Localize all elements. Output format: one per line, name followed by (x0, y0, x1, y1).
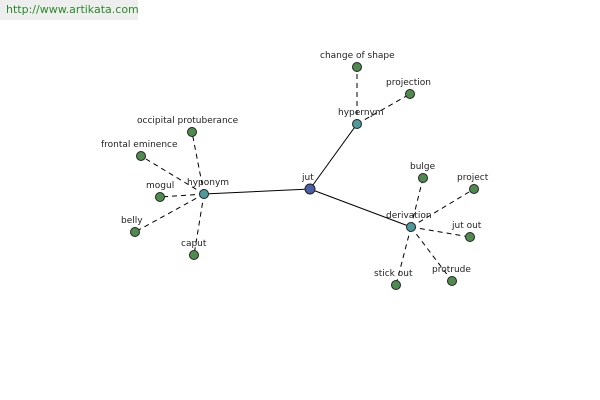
term-node-mogul[interactable] (155, 192, 165, 202)
category-node-derivation[interactable] (406, 222, 416, 232)
term-label-change-of-shape[interactable]: change of shape (320, 51, 395, 61)
edge-hyponym-caput (193, 193, 205, 256)
edge-derivation-protrude (410, 226, 453, 282)
edge-root-hyponym (203, 188, 311, 195)
term-label-jut-out[interactable]: jut out (451, 221, 482, 231)
term-label-protrude[interactable]: protrude (432, 265, 471, 275)
category-node-hyponym[interactable] (199, 189, 209, 199)
edge-hyponym-frontal-eminence (140, 155, 205, 195)
edge-root-hypernym (309, 123, 358, 190)
edge-derivation-project (410, 188, 475, 228)
edge-hyponym-belly (134, 193, 205, 233)
category-node-hypernym[interactable] (352, 119, 362, 129)
term-label-occipital-protuberance[interactable]: occipital protuberance (137, 116, 239, 126)
graph-labels: occipital protuberance frontal eminence mo… (101, 51, 489, 279)
term-node-occipital-protuberance[interactable] (187, 127, 197, 137)
term-label-frontal-eminence[interactable]: frontal eminence (101, 140, 178, 150)
category-label-derivation[interactable]: derivation (386, 211, 432, 221)
category-label-hyponym[interactable]: hyponym (187, 178, 229, 188)
term-label-stick-out[interactable]: stick out (374, 269, 413, 279)
term-label-bulge[interactable]: bulge (410, 162, 436, 172)
term-node-protrude[interactable] (447, 276, 457, 286)
root-label[interactable]: jut (301, 173, 314, 183)
term-label-projection[interactable]: projection (386, 78, 431, 88)
edge-derivation-jut-out (410, 226, 471, 238)
term-label-project[interactable]: project (457, 173, 489, 183)
term-node-caput[interactable] (189, 250, 199, 260)
edge-hyponym-occipital-protuberance (191, 131, 205, 195)
term-node-frontal-eminence[interactable] (136, 151, 146, 161)
term-node-change-of-shape[interactable] (352, 62, 362, 72)
edge-derivation-stick-out (395, 226, 412, 286)
term-node-jut-out[interactable] (465, 232, 475, 242)
term-node-bulge[interactable] (418, 173, 428, 183)
term-node-belly[interactable] (130, 227, 140, 237)
site-url-link[interactable]: http://www.artikata.com (0, 0, 139, 20)
term-node-projection[interactable] (405, 89, 415, 99)
category-label-hypernym[interactable]: hypernym (338, 108, 384, 118)
term-node-project[interactable] (469, 184, 479, 194)
term-label-belly[interactable]: belly (121, 216, 143, 226)
term-label-mogul[interactable]: mogul (146, 181, 174, 191)
graph-edges (134, 67, 475, 286)
edge-hypernym-projection (356, 93, 411, 125)
edge-root-derivation (309, 188, 412, 228)
edge-hyponym-mogul (159, 193, 205, 198)
term-node-stick-out[interactable] (391, 280, 401, 290)
graph-nodes (130, 62, 479, 290)
root-node[interactable] (304, 183, 316, 195)
term-label-caput[interactable]: caput (181, 239, 207, 249)
